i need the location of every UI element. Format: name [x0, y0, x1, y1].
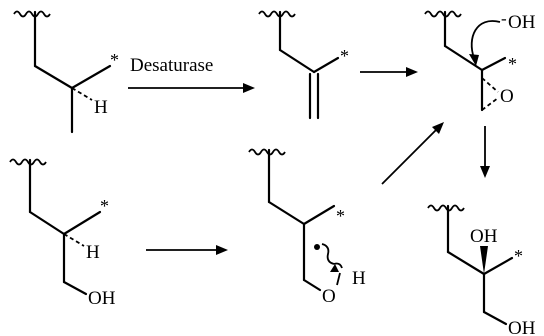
- chiral-star: *: [110, 50, 119, 70]
- nucleophilic-attack-arrow: [470, 20, 501, 59]
- hydrogen-label: H: [94, 97, 108, 118]
- hydrogen-label: H: [86, 242, 100, 263]
- structure-diol-product: OH * OH: [427, 204, 536, 336]
- chiral-star: *: [100, 196, 109, 216]
- diol-hydroxyl-top: OH: [470, 226, 498, 247]
- chiral-star: *: [508, 54, 517, 74]
- ring-hydrogen-label: H: [352, 268, 366, 289]
- structure-epoxide: * O - OH: [424, 9, 536, 112]
- chiral-star: *: [336, 206, 345, 226]
- hydroxyl-label: OH: [88, 288, 116, 309]
- structure-radical-intermediate: * O H: [248, 148, 366, 307]
- arrow-radical-to-epoxide: [381, 122, 444, 185]
- wavy-bond: [13, 10, 51, 18]
- diol-hydroxyl-bottom: OH: [508, 318, 536, 336]
- hydroxide-charge: -: [501, 9, 507, 28]
- radical-dot: [314, 244, 320, 250]
- chiral-star: *: [514, 246, 523, 266]
- structure-alcohol-substrate: * H OH: [9, 158, 116, 309]
- enzyme-label: Desaturase: [130, 55, 213, 76]
- chiral-star: *: [340, 46, 349, 66]
- desaturase-arrow: Desaturase: [128, 55, 255, 93]
- arrow-to-epoxide: [360, 67, 418, 77]
- arrow-to-radical: [146, 245, 228, 255]
- wedge-bond: [480, 246, 488, 274]
- hydroxide-label: OH: [508, 12, 536, 33]
- structure-alkene: *: [258, 10, 349, 120]
- epoxide-oxygen-label: O: [500, 86, 514, 107]
- ring-oxygen-label: O: [322, 286, 336, 307]
- arrow-to-diol: [480, 126, 490, 178]
- structure-substrate-top-left: * H: [13, 10, 119, 134]
